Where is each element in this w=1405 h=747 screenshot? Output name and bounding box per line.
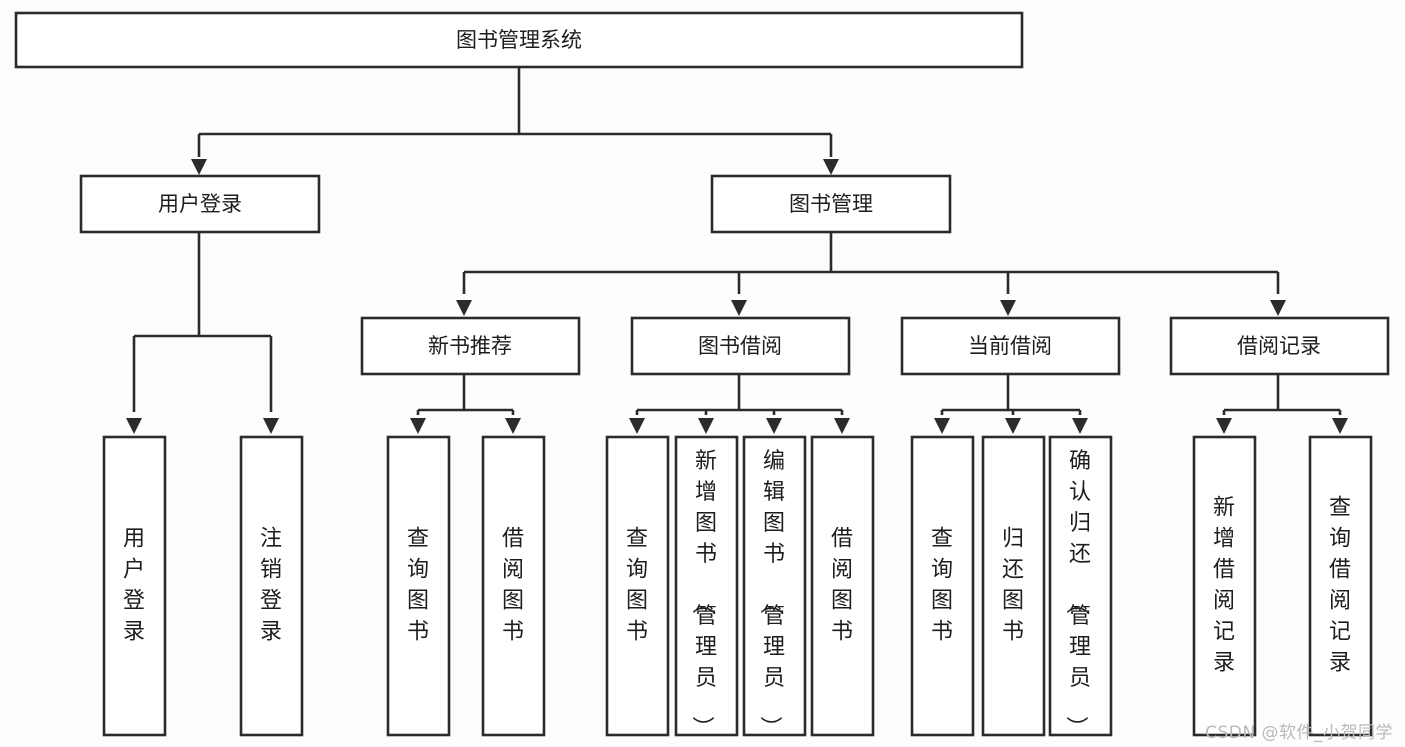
node-book-manage-box [710, 174, 952, 234]
leaf-edit-book-admin[interactable]: 编辑图书（管理员） [742, 435, 807, 738]
arrow-rec-leaf-1 [410, 418, 426, 434]
arrow-borrow-leaf-2 [698, 418, 714, 434]
leaf-confirm-return-admin-box [1048, 435, 1113, 737]
arrow-borrow-leaf-4 [834, 418, 850, 434]
leaf-borrow-book-label: 借阅图书 [831, 527, 853, 645]
arrow-to-book-manage [823, 159, 839, 175]
arrow-borrow-leaf-3 [766, 418, 782, 434]
node-book-manage[interactable]: 图书管理 [710, 174, 952, 234]
node-user-login[interactable]: 用户登录 [79, 174, 321, 234]
leaf-user-login[interactable]: 用户登录 [102, 435, 167, 737]
leaf-borrow-book[interactable]: 借阅图书 [810, 435, 875, 737]
arrow-to-current-borrow [1000, 300, 1016, 316]
node-current-borrow-box [900, 316, 1121, 376]
leaf-borrow-query-book-box [605, 435, 670, 737]
csdn-watermark: CSDN @软件_小贺同学 [1205, 723, 1393, 743]
node-user-login-label: 用户登录 [158, 192, 242, 216]
leaf-edit-book-admin-label: 编辑图书（管理员） [757, 449, 785, 738]
arrow-to-borrow-record [1270, 300, 1286, 316]
node-book-borrow-box [630, 316, 851, 376]
leaf-edit-book-admin-box [742, 435, 807, 737]
node-new-book-recommend-box [360, 316, 581, 376]
arrow-current-leaf-3 [1072, 418, 1088, 434]
arrow-to-book-borrow [731, 300, 747, 316]
leaf-add-book-admin[interactable]: 新增图书（管理员） [674, 435, 739, 738]
leaf-confirm-return-admin[interactable]: 确认归还（管理员） [1048, 435, 1113, 738]
leaf-user-login-box [102, 435, 167, 737]
leaf-return-book-box [981, 435, 1046, 737]
arrow-to-user-login [191, 159, 207, 175]
arrow-to-new-book-rec [456, 300, 472, 316]
arrow-rec-leaf-2 [505, 418, 521, 434]
leaf-add-borrow-record[interactable]: 新增借阅记录 [1192, 435, 1257, 737]
arrow-record-leaf-1 [1216, 418, 1232, 434]
leaf-query-borrow-record-box [1308, 435, 1373, 737]
leaf-add-book-admin-label: 新增图书（管理员） [689, 449, 717, 738]
node-user-login-box [79, 174, 321, 234]
arrow-current-leaf-2 [1005, 418, 1021, 434]
node-current-borrow-label: 当前借阅 [968, 334, 1052, 358]
node-new-book-recommend-label: 新书推荐 [428, 334, 512, 358]
node-book-manage-label: 图书管理 [789, 192, 873, 216]
leaf-add-borrow-record-box [1192, 435, 1257, 737]
leaf-return-book[interactable]: 归还图书 [981, 435, 1046, 737]
arrow-to-user-login-leaf [126, 418, 142, 434]
node-borrow-record-box [1169, 316, 1390, 376]
arrow-record-leaf-2 [1332, 418, 1348, 434]
leaf-current-query-book-box [910, 435, 975, 737]
leaf-borrow-query-book-label: 查询图书 [626, 527, 648, 645]
leaf-borrow-book-box [810, 435, 875, 737]
leaf-rec-query-book-box [386, 435, 451, 737]
node-book-borrow[interactable]: 图书借阅 [630, 316, 851, 376]
leaf-confirm-return-admin-label: 确认归还（管理员） [1063, 449, 1091, 738]
node-borrow-record-label: 借阅记录 [1237, 334, 1321, 358]
leaf-add-borrow-record-label: 新增借阅记录 [1213, 496, 1235, 676]
node-root-label: 图书管理系统 [456, 28, 582, 52]
leaf-current-query-book-label: 查询图书 [931, 527, 953, 645]
leaf-rec-query-book-label: 查询图书 [407, 527, 429, 645]
edges-layer [126, 67, 1348, 434]
node-new-book-recommend[interactable]: 新书推荐 [360, 316, 581, 376]
node-root-system[interactable]: 图书管理系统 [14, 11, 1024, 69]
leaf-rec-borrow-book-box [481, 435, 546, 737]
leaf-query-borrow-record[interactable]: 查询借阅记录 [1308, 435, 1373, 737]
node-current-borrow[interactable]: 当前借阅 [900, 316, 1121, 376]
arrow-current-leaf-1 [934, 418, 950, 434]
leaf-return-book-label: 归还图书 [1002, 527, 1024, 645]
leaf-logout-label: 注销登录 [260, 527, 282, 645]
leaf-current-query-book[interactable]: 查询图书 [910, 435, 975, 737]
leaf-borrow-query-book[interactable]: 查询图书 [605, 435, 670, 737]
node-book-borrow-label: 图书借阅 [698, 334, 782, 358]
leaf-add-book-admin-box [674, 435, 739, 737]
leaf-logout-box [239, 435, 304, 737]
leaf-logout[interactable]: 注销登录 [239, 435, 304, 737]
leaf-query-borrow-record-label: 查询借阅记录 [1329, 496, 1351, 676]
leaf-rec-borrow-book-label: 借阅图书 [502, 527, 524, 645]
leaf-rec-query-book[interactable]: 查询图书 [386, 435, 451, 737]
arrow-borrow-leaf-1 [629, 418, 645, 434]
leaf-user-login-label: 用户登录 [123, 527, 145, 645]
arrow-to-logout-leaf [263, 418, 279, 434]
node-borrow-record[interactable]: 借阅记录 [1169, 316, 1390, 376]
node-root-box [14, 11, 1024, 69]
leaf-rec-borrow-book[interactable]: 借阅图书 [481, 435, 546, 737]
